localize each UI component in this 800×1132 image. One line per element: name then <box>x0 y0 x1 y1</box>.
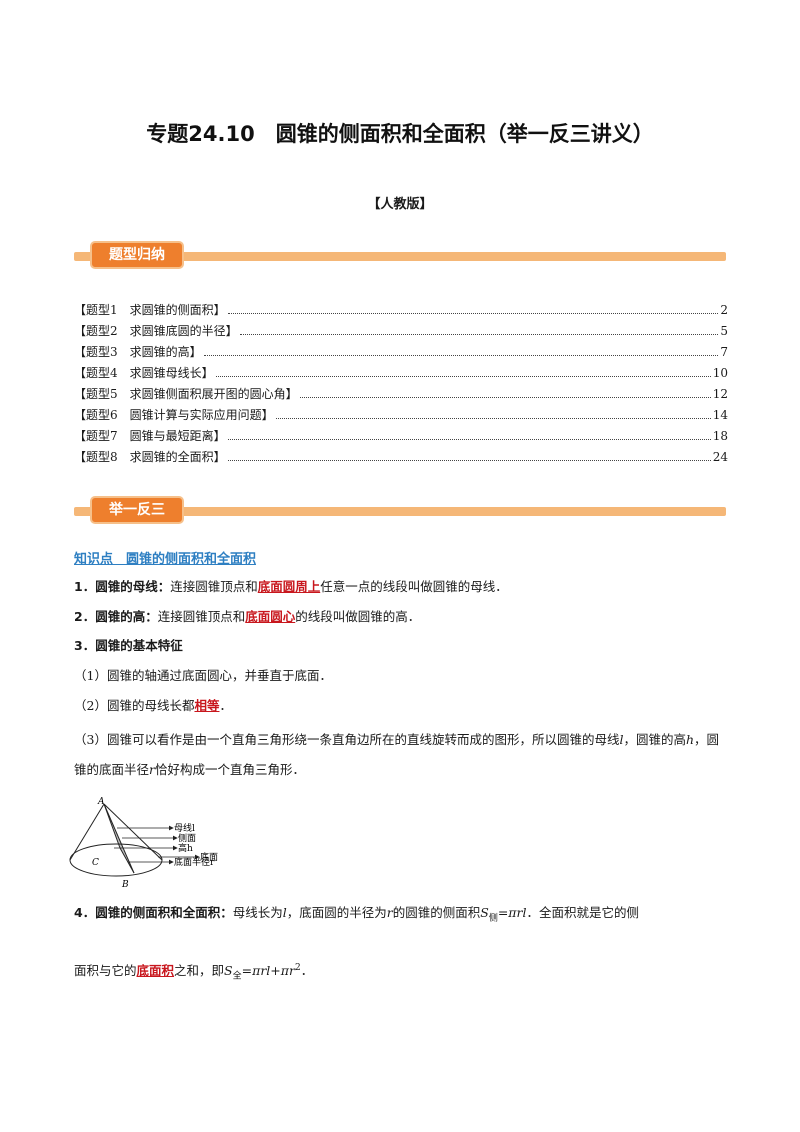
page-title: 专题24.10 圆锥的侧面积和全面积（举一反三讲义） <box>146 122 654 146</box>
toc-item[interactable]: 【题型5 求圆锥侧面积展开图的圆心角】12 <box>74 387 728 401</box>
label-C: C <box>92 858 99 868</box>
label-generatrix: 母线l <box>174 822 195 834</box>
label-B: B <box>121 880 129 890</box>
toc-item[interactable]: 【题型8 求圆锥的全面积】24 <box>74 450 728 464</box>
label-base: 底面 <box>200 851 218 863</box>
toc-item[interactable]: 【题型2 求圆锥底圆的半径】5 <box>74 324 728 338</box>
cone-diagram: A B C 母线l 侧面 高h 底面半径r 底面 <box>69 797 218 890</box>
toc-item[interactable]: 【题型1 求圆锥的侧面积】2 <box>74 303 728 317</box>
practice-banner-label: 举一反三 <box>90 496 184 524</box>
feature-1: （1）圆锥的轴通过底面圆心，并垂直于底面． <box>74 668 332 683</box>
toc-item[interactable]: 【题型4 求圆锥母线长】10 <box>74 366 728 380</box>
toc-item[interactable]: 【题型6 圆锥计算与实际应用问题】14 <box>74 408 728 422</box>
summary-banner: 题型归纳 <box>74 241 726 271</box>
total-area-formula: 面积与它的底面积之和，即S全=πrl+πr2． <box>74 963 314 982</box>
label-lateral: 侧面 <box>178 832 196 844</box>
banner-bar <box>74 252 726 261</box>
label-height: 高h <box>178 842 193 854</box>
lateral-area-formula: 4．圆锥的侧面积和全面积：母线长为l，底面圆的半径为r的圆锥的侧面积S侧=πrl… <box>74 905 640 924</box>
banner-bar <box>74 507 726 516</box>
toc-item[interactable]: 【题型3 求圆锥的高】7 <box>74 345 728 359</box>
label-radius: 底面半径r <box>174 856 215 868</box>
summary-banner-label: 题型归纳 <box>90 241 184 269</box>
definition-generatrix: 1．圆锥的母线：连接圆锥顶点和底面圆周上任意一点的线段叫做圆锥的母线． <box>74 579 508 594</box>
edition-label: 【人教版】 <box>367 197 433 212</box>
toc-item[interactable]: 【题型7 圆锥与最短距离】18 <box>74 429 728 443</box>
label-A: A <box>97 797 105 807</box>
base-ellipse <box>69 843 163 877</box>
features-heading: 3．圆锥的基本特征 <box>74 638 183 653</box>
practice-banner: 举一反三 <box>74 496 726 526</box>
feature-3: （3）圆锥可以看作是由一个直角三角形绕一条直角边所在的直线旋转而成的图形，所以圆… <box>74 732 720 777</box>
table-of-contents: 【题型1 求圆锥的侧面积】2 【题型2 求圆锥底圆的半径】5 【题型3 求圆锥的… <box>74 301 728 469</box>
definition-height: 2．圆锥的高：连接圆锥顶点和底面圆心的线段叫做圆锥的高． <box>74 609 421 624</box>
feature-2: （2）圆锥的母线长都相等． <box>74 698 232 713</box>
knowledge-point-title: 知识点 圆锥的侧面积和全面积 <box>74 552 257 567</box>
